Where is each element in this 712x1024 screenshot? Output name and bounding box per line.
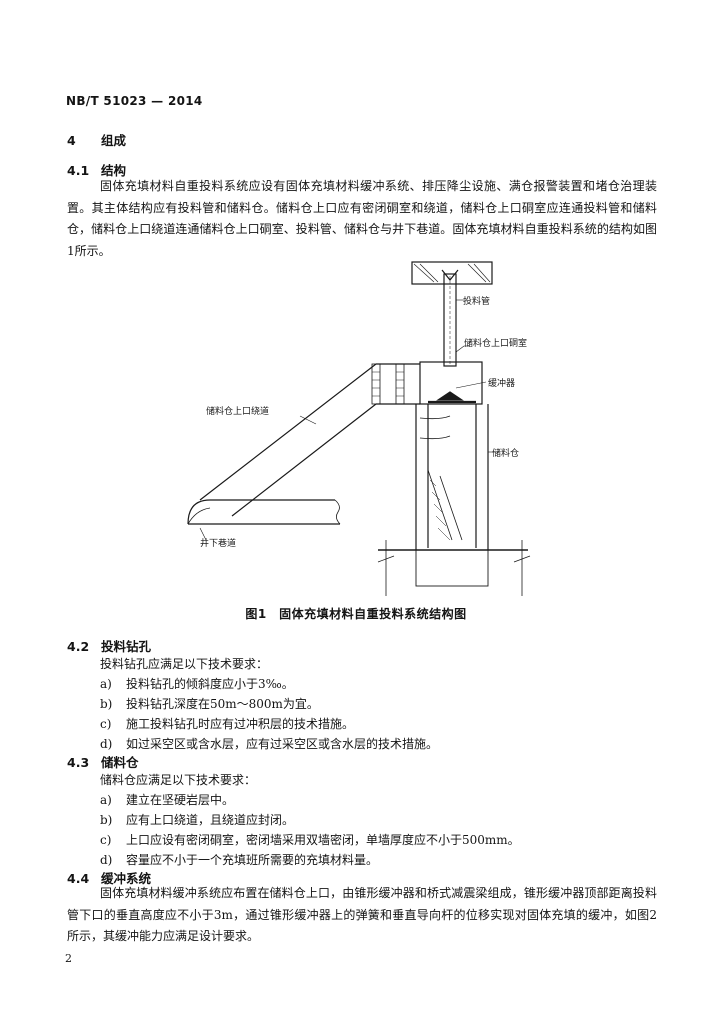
figure-1-caption: 图1 固体充填材料自重投料系统结构图 bbox=[245, 607, 467, 621]
section-4-heading: 4 组成 bbox=[67, 130, 126, 149]
section-4-3-intro: 储料仓应满足以下技术要求： bbox=[100, 773, 257, 787]
section-number: 4.3 bbox=[67, 755, 90, 770]
label-bypass: 储料仓上口绕道 bbox=[206, 405, 269, 417]
section-4-1-heading: 4.1 结构 bbox=[67, 160, 126, 179]
section-4-4-paragraph: 固体充填材料缓冲系统应布置在储料仓上口，由锥形缓冲器和桥式减震梁组成，锥形缓冲器… bbox=[67, 886, 657, 943]
section-title: 投料钻孔 bbox=[101, 639, 152, 654]
feed-pipe bbox=[443, 273, 457, 367]
label-roadway: 井下巷道 bbox=[200, 537, 236, 549]
list-item: b)应有上口绕道，且绕道应封闭。 bbox=[100, 813, 295, 827]
list-item: c)施工投料钻孔时应有过冲积层的技术措施。 bbox=[100, 717, 355, 731]
section-4-3-heading: 4.3 储料仓 bbox=[67, 752, 139, 771]
silo-wall-inner bbox=[427, 404, 477, 548]
section-4-2-intro: 投料钻孔应满足以下技术要求： bbox=[100, 657, 269, 671]
label-feed-pipe: 投料管 bbox=[463, 295, 490, 307]
label-buffer: 缓冲器 bbox=[488, 377, 515, 389]
section-number: 4.4 bbox=[67, 871, 90, 886]
page-number: 2 bbox=[65, 952, 72, 965]
silo-base bbox=[415, 549, 489, 587]
section-title: 缓冲系统 bbox=[101, 871, 152, 886]
label-leaders bbox=[199, 299, 496, 541]
bypass-upper-section bbox=[376, 363, 420, 405]
standard-code: NB/T 51023 — 2014 bbox=[66, 94, 203, 108]
list-item: b)投料钻孔深度在50m～800m为宜。 bbox=[100, 697, 319, 711]
funnel bbox=[441, 269, 459, 281]
silo-wall-outer bbox=[415, 404, 489, 550]
label-upper-chamber: 储料仓上口硐室 bbox=[464, 337, 527, 349]
section-number: 4 bbox=[67, 133, 76, 148]
section-title: 结构 bbox=[101, 163, 127, 178]
section-4-2-heading: 4.2 投料钻孔 bbox=[67, 636, 151, 655]
section-number: 4.2 bbox=[67, 639, 90, 654]
surface-beam bbox=[411, 261, 493, 285]
list-item: c)上口应设有密闭硐室，密闭墙采用双墙密闭，单墙厚度应不小于500mm。 bbox=[100, 833, 520, 847]
underground-roadway bbox=[187, 499, 340, 525]
list-item: d)容量应不小于一个充填班所需要的充填材料量。 bbox=[100, 853, 379, 867]
label-silo: 储料仓 bbox=[492, 447, 519, 459]
section-4-1-paragraph: 固体充填材料自重投料系统应设有固体充填材料缓冲系统、排压降尘设施、满仓报警装置和… bbox=[67, 179, 657, 258]
bypass-diagonal bbox=[199, 363, 377, 517]
list-item: a)建立在坚硬岩层中。 bbox=[100, 793, 235, 807]
section-number: 4.1 bbox=[67, 163, 90, 178]
list-item: a)投料钻孔的倾斜度应小于3‰。 bbox=[100, 677, 294, 691]
section-title: 组成 bbox=[101, 133, 127, 148]
list-item: d)如过采空区或含水层，应有过采空区或含水层的技术措施。 bbox=[100, 737, 439, 751]
section-title: 储料仓 bbox=[101, 755, 139, 770]
buffer-cone bbox=[436, 391, 464, 401]
silo-hatching bbox=[429, 479, 451, 541]
section-4-4-heading: 4.4 缓冲系统 bbox=[67, 868, 151, 887]
silo-chute bbox=[427, 469, 463, 541]
beam-hatching bbox=[413, 263, 491, 283]
